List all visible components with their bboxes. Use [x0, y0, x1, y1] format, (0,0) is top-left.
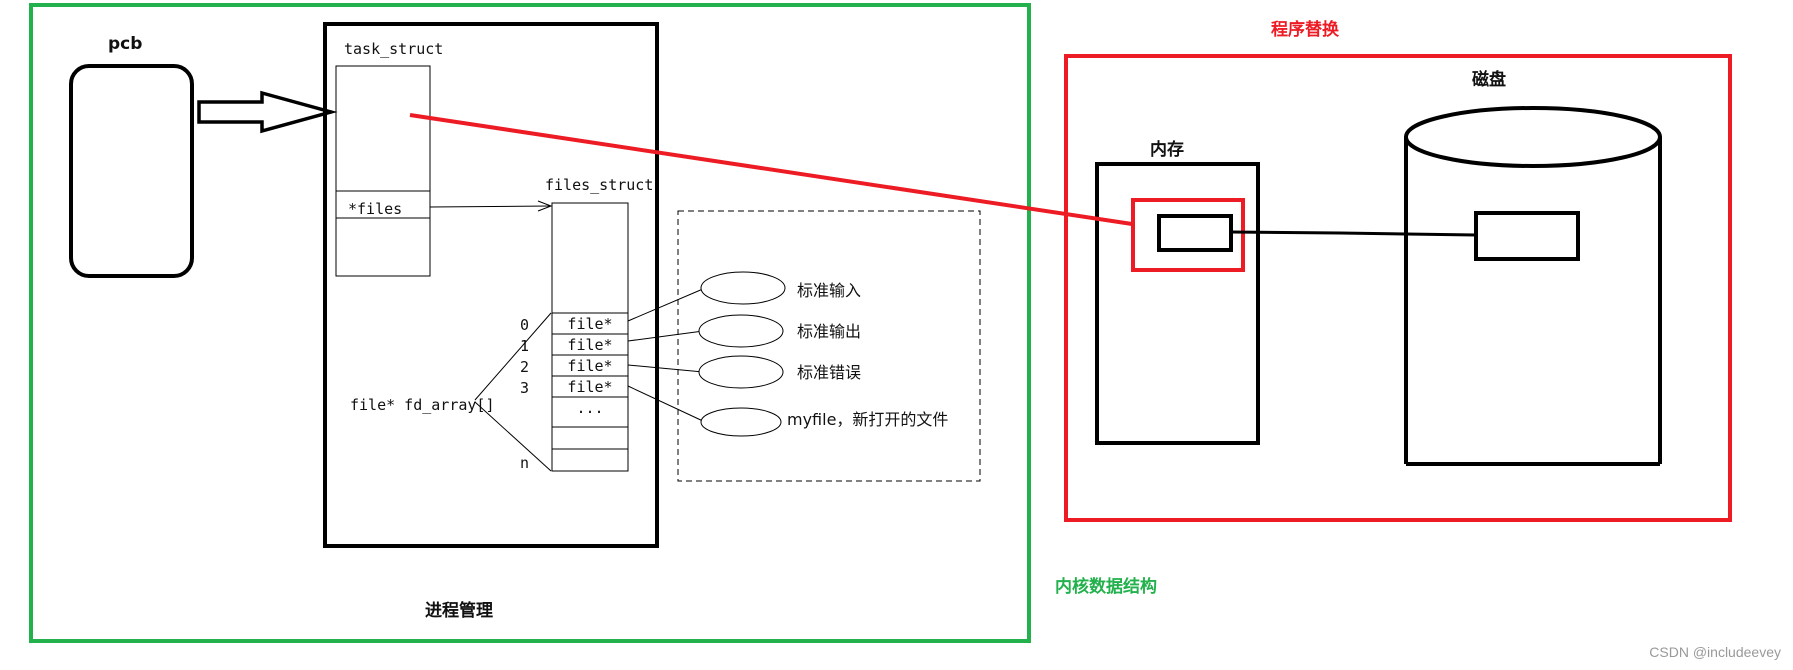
fd-link-2: [627, 364, 704, 373]
memory-highlight: [1131, 198, 1245, 272]
fd-link-1: [627, 330, 704, 342]
fd-array-label: file* fd_array[]: [350, 396, 495, 414]
file-object-0: [700, 271, 786, 305]
fd-brace-bottom: [474, 401, 552, 472]
fd-index-n: n: [520, 454, 529, 472]
disk-label: 磁盘: [1472, 69, 1506, 90]
task-struct-label: task_struct: [344, 40, 443, 58]
fd-slot-text-0: file*: [567, 315, 612, 333]
disk-cylinder: [1404, 106, 1662, 466]
fd-to-file-links: [627, 287, 706, 423]
fd-slot-text-3: file*: [567, 378, 612, 396]
fd-index-3: 3: [520, 379, 529, 397]
fd-slot-text-1: file*: [567, 336, 612, 354]
fd-link-0: [627, 287, 706, 322]
file-object-label-1: 标准输出: [797, 322, 861, 341]
kernel-data-structures-label: 内核数据结构: [1055, 576, 1157, 597]
fd-link-3: [627, 385, 706, 423]
memory-box: [1095, 162, 1260, 445]
process-management-label: 进程管理: [425, 600, 493, 621]
fd-index-0: 0: [520, 316, 529, 334]
files-pointer-arrow: [429, 205, 551, 208]
files-pointer-arrowhead: [537, 200, 553, 212]
memory-disk-link: [1230, 230, 1477, 237]
process-management-box: [323, 22, 659, 548]
fd-index-1: 1: [520, 337, 529, 355]
program-replacement-label: 程序替换: [1271, 19, 1340, 40]
kernel-data-structures-frame: [29, 3, 1031, 643]
pcb-box: [69, 64, 194, 278]
csdn-watermark: CSDN @includeevey: [1649, 644, 1781, 660]
file-object-label-3: myfile，新打开的文件: [787, 410, 948, 429]
memory-label: 内存: [1150, 139, 1184, 160]
memory-program-block: [1157, 214, 1233, 252]
fd-brace-top: [474, 312, 552, 401]
pcb-label: pcb: [108, 34, 142, 54]
files-pointer-field: *files: [348, 200, 402, 218]
fd-slot-5: [551, 426, 629, 450]
fd-slot-6: [551, 448, 629, 472]
task-to-memory-link: [409, 113, 1133, 226]
file-object-2: [698, 355, 784, 389]
fd-array-slots: file* 0 file* 1 file* 2 file* 3... n: [520, 312, 629, 472]
files-struct-label: files_struct: [545, 176, 653, 194]
file-object-label-2: 标准错误: [797, 363, 861, 382]
fd-index-2: 2: [520, 358, 529, 376]
file-object-3: [700, 407, 782, 437]
pcb-to-task-arrow: [197, 90, 338, 134]
program-replacement-frame: [1064, 54, 1732, 522]
task-struct-box: [335, 65, 431, 277]
file-object-label-0: 标准输入: [797, 281, 861, 300]
fd-slot-text-2: file*: [567, 357, 612, 375]
disk-program-block: [1474, 211, 1580, 261]
open-files-area: [677, 210, 981, 482]
file-object-1: [698, 314, 784, 348]
fd-slot-text-4: ...: [576, 399, 603, 417]
